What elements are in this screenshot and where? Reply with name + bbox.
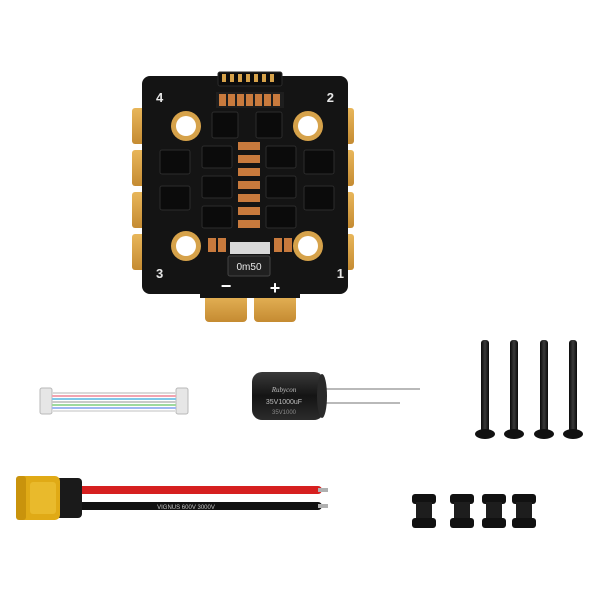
motor-label-2: 2: [327, 90, 334, 105]
grommet: [450, 494, 474, 528]
mounting-holes: [171, 111, 323, 261]
esc-board: 0m50 4 2 3 1 − +: [132, 71, 354, 322]
plus-sign: +: [270, 278, 281, 298]
lower-components: [208, 238, 292, 254]
current-shunt: [227, 255, 271, 277]
power-pads: [205, 292, 296, 322]
screw: [475, 340, 495, 439]
jst-cable: [39, 387, 189, 415]
rubber-grommets: [412, 494, 536, 528]
motor-label-4: 4: [156, 90, 164, 105]
capacitor-rating: 35V1000uF: [266, 399, 302, 406]
motor-label-1: 1: [337, 266, 344, 281]
power-cable: VIGNUS 600V 3000V: [70, 486, 328, 511]
center-resistors: [238, 142, 260, 228]
header-connector: [217, 71, 283, 87]
grommet: [412, 494, 436, 528]
motor-label-3: 3: [156, 266, 163, 281]
shunt-label: 0m50: [236, 262, 261, 273]
xt60-connector: [16, 476, 82, 520]
capacitor-brand: Rubycon: [271, 386, 297, 394]
capacitor-rating-secondary: 35V1000: [272, 410, 297, 416]
mounting-screws: [475, 340, 583, 439]
grommet: [482, 494, 506, 528]
minus-sign: −: [221, 276, 232, 296]
grommet: [512, 494, 536, 528]
mosfet-chips: [159, 111, 335, 229]
capacitor: Rubycon 35V1000uF 35V1000: [252, 372, 420, 420]
screw: [504, 340, 524, 439]
cable-print: VIGNUS 600V 3000V: [157, 505, 215, 511]
resistor-row: [216, 92, 284, 108]
screw: [563, 340, 583, 439]
screw: [534, 340, 554, 439]
